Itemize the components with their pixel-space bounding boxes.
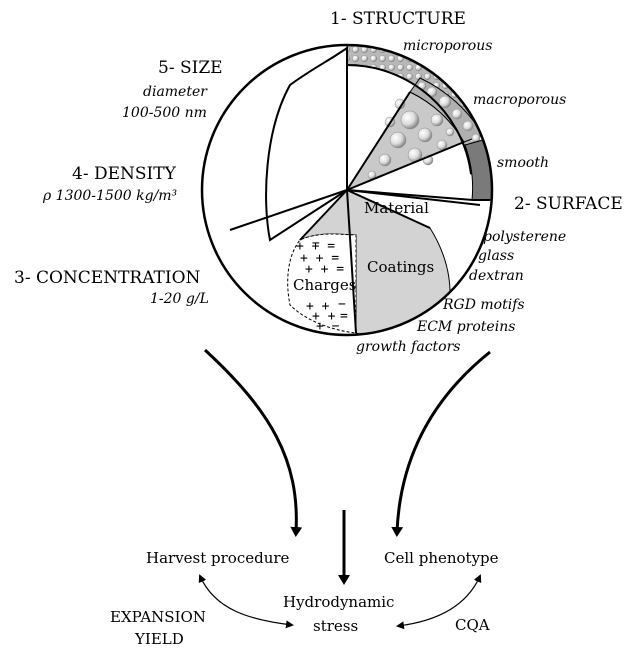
arrow-to-harvest — [203, 348, 303, 537]
charge-symbols: + + = − + + = + + = + + − + + = + − — [296, 236, 348, 334]
svg-text:+ +: + + — [306, 299, 330, 314]
svg-text:+ + =: + + = — [300, 251, 339, 266]
rgd-text: RGD motifs — [442, 297, 525, 313]
svg-text:=: = — [340, 309, 348, 324]
structure-label: 1- STRUCTURE — [330, 9, 466, 29]
size-range: 100-500 nm — [122, 105, 207, 121]
flow-arrows — [198, 348, 491, 630]
dextran-text: dextran — [469, 268, 524, 284]
size-label: 5- SIZE — [158, 58, 223, 78]
arrow-to-phenotype — [391, 350, 491, 537]
charges-label: Charges — [293, 276, 356, 294]
svg-text:+ +: + + — [312, 309, 336, 324]
expansion-label-1: EXPANSION — [110, 608, 206, 626]
macroporous-text: macroporous — [473, 92, 566, 108]
sphere-outline — [200, 43, 494, 337]
arrow-harvest-hydro — [198, 574, 294, 629]
svg-text:+ −: + − — [316, 319, 340, 334]
arrow-phenotype-hydro — [396, 574, 482, 630]
svg-text:+ + =: + + = — [305, 262, 344, 277]
smooth-text: smooth — [497, 155, 549, 171]
smooth-band — [464, 139, 492, 201]
cqa-label: CQA — [455, 616, 490, 634]
hydro-label-1: Hydrodynamic — [283, 593, 394, 611]
svg-text:−: − — [312, 236, 320, 251]
concentration-label: 3- CONCENTRATION — [14, 268, 201, 288]
density-label: 4- DENSITY — [72, 164, 177, 184]
surface-label: 2- SURFACE — [514, 194, 623, 214]
hydro-label-2: stress — [313, 617, 358, 635]
size-diameter: diameter — [143, 84, 208, 100]
charges-segment — [287, 189, 357, 334]
svg-text:−: − — [338, 297, 346, 312]
glass-text: glass — [478, 248, 514, 264]
ecm-text: ECM proteins — [416, 319, 515, 335]
material-label: Material — [364, 199, 429, 217]
coatings-label: Coatings — [367, 258, 434, 276]
macropore-bubbles — [367, 98, 455, 180]
concentration-value: 1-20 g/L — [150, 291, 209, 307]
density-value: ρ 1300-1500 kg/m³ — [42, 188, 178, 204]
polysterene-text: polysterene — [483, 229, 566, 245]
growth-text: growth factors — [356, 339, 460, 355]
harvest-label: Harvest procedure — [146, 549, 290, 567]
microporous-text: microporous — [403, 38, 492, 54]
svg-text:+ + =: + + = — [296, 239, 335, 254]
phenotype-label: Cell phenotype — [384, 549, 499, 567]
expansion-label-2: YIELD — [134, 630, 184, 648]
sphere-dividers — [229, 46, 490, 334]
